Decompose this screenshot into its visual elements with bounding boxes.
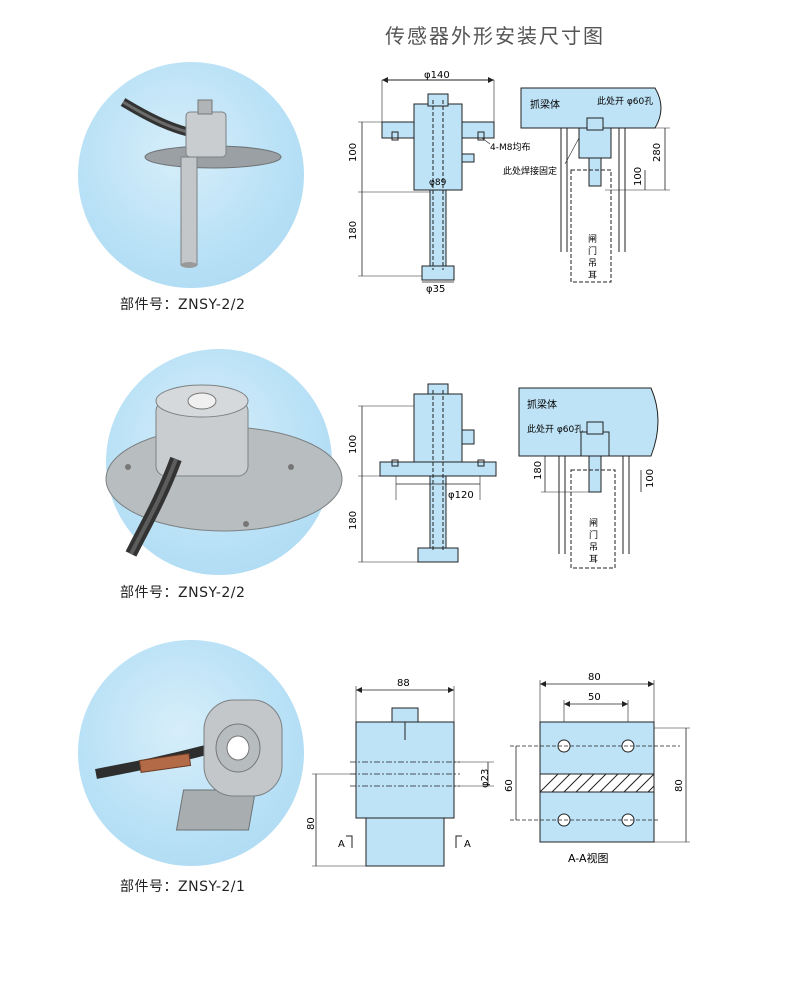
sensor-1-illustration	[120, 98, 282, 268]
sensor-photo-2	[105, 349, 343, 575]
callout-bolts: 4-M8均布	[490, 141, 530, 153]
beam-label-1: 抓梁体	[530, 98, 560, 111]
lug-char-2b: 门	[589, 529, 598, 541]
side-view-drawing-1: 抓梁体 此处开 φ60孔 闸 门 吊 耳 此处焊接固定 280 100	[503, 87, 670, 283]
sensor-photo-3	[78, 640, 304, 866]
dim-phi35: φ35	[426, 284, 445, 295]
front-view-drawing-3: 88 φ23 80 A A	[306, 678, 494, 867]
lug-char-1b: 门	[588, 245, 597, 257]
dim-height-180: 180	[348, 221, 359, 240]
front-view-drawing-1: φ140 4-M8均布 φ89 100 180 φ35	[348, 70, 530, 295]
dim-80-height: 80	[306, 817, 317, 830]
sensor-2-illustration	[105, 384, 343, 557]
lug-char-2c: 吊	[589, 542, 598, 553]
dim-phi89: φ89	[429, 178, 447, 188]
dim-height-100: 100	[348, 143, 359, 162]
dim-phi120: φ120	[448, 490, 474, 501]
lug-char-1d: 耳	[588, 270, 597, 281]
side-view-drawing-2: 抓梁体 此处开 φ60孔 闸 门 吊 耳 180 100	[518, 387, 659, 569]
dim-100-side-2: 100	[645, 469, 656, 488]
front-view-drawing-2: φ120 100 180	[348, 383, 497, 563]
part-number-label-1: 部件号：ZNSY-2/2	[120, 297, 246, 313]
lug-char-1a: 闸	[588, 234, 597, 245]
dim-80-width: 80	[588, 672, 601, 683]
section-view-drawing-3: 80 50 60 80 A-A视图	[504, 672, 690, 865]
dim-180-side-2: 180	[533, 461, 544, 480]
dim-height-100-2: 100	[348, 435, 359, 454]
part-number-label-3: 部件号：ZNSY-2/1	[120, 879, 246, 895]
beam-label-2: 抓梁体	[527, 398, 557, 411]
section-view-caption: A-A视图	[568, 851, 609, 865]
dim-phi140: φ140	[424, 70, 450, 81]
dim-100-side-1: 100	[633, 167, 644, 186]
part-number-label-2: 部件号：ZNSY-2/2	[120, 585, 246, 601]
page-title: 传感器外形安装尺寸图	[385, 24, 605, 48]
hole-note-1: 此处开 φ60孔	[597, 95, 653, 107]
section-mark-right: A	[464, 839, 471, 850]
hole-note-2: 此处开 φ60孔	[527, 423, 583, 435]
sensor-photo-1	[78, 62, 304, 288]
lug-char-2d: 耳	[589, 554, 598, 565]
dim-80-right: 80	[674, 779, 685, 792]
weld-note-1: 此处焊接固定	[503, 165, 557, 177]
dim-height-180-2: 180	[348, 511, 359, 530]
dim-88: 88	[397, 678, 410, 689]
section-mark-left: A	[338, 839, 345, 850]
dim-50: 50	[588, 692, 601, 703]
sensor-3-illustration	[95, 699, 283, 831]
lug-char-2a: 闸	[589, 518, 598, 529]
dim-280: 280	[652, 143, 663, 162]
dim-phi23: φ23	[480, 769, 491, 788]
dim-60: 60	[504, 779, 515, 792]
lug-char-1c: 吊	[588, 258, 597, 269]
